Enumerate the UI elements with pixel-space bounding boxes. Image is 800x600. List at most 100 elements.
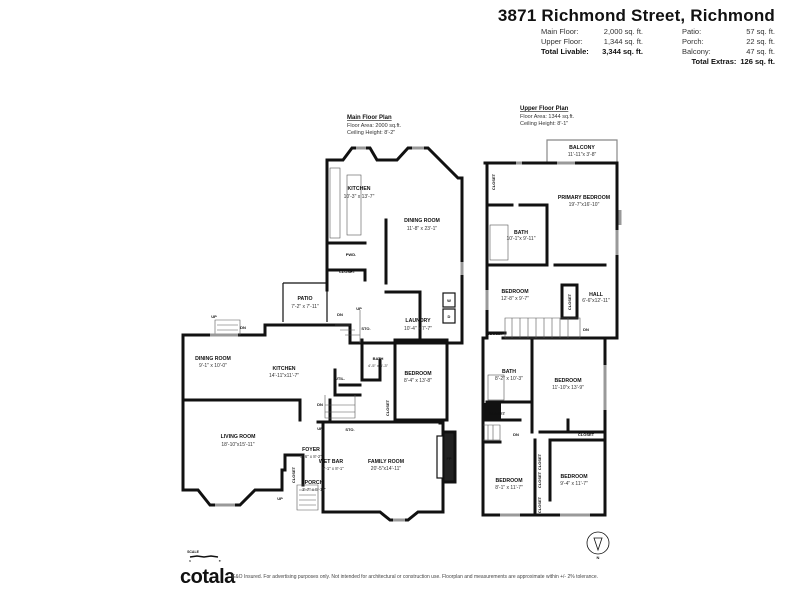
scale-start: 0 (189, 559, 191, 563)
upper-floor-walls (481, 139, 619, 517)
room-dims: 6'-6"x12'-11" (582, 298, 610, 304)
room-label: WET BAR (319, 459, 343, 465)
room-dims: 8'-4" x 13'-8" (404, 378, 432, 384)
stat-value: 126 sq. ft. (740, 57, 775, 66)
room-dims: 4'-5" x 6'-3" (368, 363, 389, 368)
total-extras: Total Extras:126 sq. ft. (541, 57, 775, 67)
storage-label: STO. (345, 427, 354, 432)
room-dims: 20'-5"x14'-11" (371, 466, 402, 472)
room-label: PWD. (346, 252, 356, 257)
room-label: CLOSET (537, 471, 542, 488)
stat-label: Main Floor: (541, 27, 579, 36)
room-label: BATH (502, 369, 516, 375)
room-dims: 10'-1"x 9'-11" (507, 236, 536, 242)
room-dims: 18'-10"x15'-11" (221, 442, 254, 448)
room-dims: 9'-1" x 10'-0" (199, 363, 227, 369)
room-label: BEDROOM (560, 474, 587, 480)
stat-value: 47 sq. ft. (746, 47, 775, 56)
stat-value: 22 sq. ft. (746, 37, 775, 46)
stat-label: Total Livable: (541, 47, 589, 56)
stair-label: DN (317, 402, 323, 407)
room-label: BEDROOM (501, 289, 528, 295)
room-dims: 14'-11"x11'-7" (269, 373, 299, 379)
stair-label: DN (337, 312, 343, 317)
room-dims: 8'-1" x 11'-7" (495, 485, 523, 491)
stair-label: UP (356, 306, 362, 311)
room-dims: 10'-3" x 13'-7" (344, 194, 375, 200)
fireplace-label: FP (446, 456, 451, 461)
room-label: DINING ROOM (195, 356, 231, 362)
property-title: 3871 Richmond Street, Richmond (497, 6, 775, 25)
dryer-label: D (448, 314, 451, 319)
main-floor-ceiling: Ceiling Height: 8'-2" (347, 130, 395, 136)
room-label: KITCHEN (272, 366, 295, 372)
main-floor-heading: Main Floor Plan (347, 115, 392, 121)
stat-label: Patio: (682, 27, 702, 36)
room-label: FOYER (302, 447, 320, 453)
stair-label: UP (317, 426, 323, 431)
washer-label: W (447, 298, 451, 303)
upper-floor-labels: BALCONY 11'-11"x 3'-8" PRIMARY BEDROOM 1… (487, 145, 610, 513)
room-dims: 12'-8" x 9'-7" (501, 296, 529, 302)
stat-value: 3,344 sq. ft. (602, 47, 643, 56)
scale-bar: SCALE 0 5' (187, 550, 221, 563)
extras-stats: Patio:57 sq. ft. Porch:22 sq. ft. Balcon… (682, 27, 775, 57)
cotala-logo: cotala (180, 566, 235, 588)
floor-area-stats: Main Floor: 2,000 sq. ft. Upper Floor: 1,3… (541, 27, 643, 57)
room-label: BALCONY (569, 145, 595, 151)
room-label: DINING ROOM (404, 218, 440, 224)
room-label: BATH (514, 230, 528, 236)
room-label: CLOSET (487, 331, 504, 336)
stat-value: 1,344 sq. ft. (603, 37, 643, 46)
room-dims: 8'-2" x 10'-3" (495, 376, 523, 382)
room-label: UTIL. (335, 376, 345, 381)
stair-label: DN (513, 432, 519, 437)
room-dims: 19'-7"x16'-10" (569, 202, 600, 208)
room-label: CLOSET (489, 411, 506, 416)
stat-label: Porch: (682, 37, 704, 46)
room-label: BEDROOM (404, 371, 431, 377)
room-label: CLOSET (339, 269, 356, 274)
scale-end: 5' (219, 559, 222, 563)
room-label: HALL (589, 292, 604, 298)
stat-label: Upper Floor: (541, 37, 583, 46)
room-label: BATH (373, 356, 384, 361)
stair-label: DN (240, 325, 246, 330)
room-label: CLOSET (537, 453, 542, 470)
stair-label: UP (211, 314, 217, 319)
room-dims: 5'-1" x 8'-1" (322, 466, 344, 471)
main-floor-labels: KITCHEN 10'-3" x 13'-7" DINING ROOM 11'-… (195, 186, 452, 501)
room-dims: 5'-6" x 8'-2" (300, 454, 322, 459)
room-label: CLOSET (385, 399, 390, 416)
stair-label: UP (277, 496, 283, 501)
room-label: PORCH (305, 480, 324, 486)
upper-floor-ceiling: Ceiling Height: 8'-1" (520, 121, 568, 127)
room-label: BEDROOM (495, 478, 522, 484)
room-label: PRIMARY BEDROOM (558, 195, 610, 201)
room-label: BEDROOM (554, 378, 581, 384)
room-dims: 3'-7" x 5'-11" (302, 487, 326, 492)
room-dims: 11'-10"x 13'-9" (552, 385, 584, 391)
room-label: CLOSET (291, 466, 296, 483)
room-dims: 7'-2" x 7'-11" (291, 304, 319, 310)
room-dims: 10'-4" x 7'-7" (404, 326, 432, 332)
room-label: CLOSET (491, 173, 496, 190)
main-floor-area: Floor Area: 2000 sq.ft. (347, 123, 402, 129)
room-label: KITCHEN (347, 186, 370, 192)
room-label: FAMILY ROOM (368, 459, 404, 465)
scale-label: SCALE (187, 550, 200, 554)
compass-label: N (597, 555, 600, 560)
room-label: CLOSET (578, 432, 595, 437)
room-dims: 9'-4" x 11'-7" (560, 481, 588, 487)
upper-floor-heading: Upper Floor Plan (520, 106, 569, 112)
stat-label: Total Extras: (691, 57, 737, 66)
upper-floor-area: Floor Area: 1344 sq.ft. (520, 114, 575, 120)
disclaimer: E&O Insured. For advertising purposes on… (232, 574, 599, 580)
stair-label: DN (583, 327, 589, 332)
room-dims: 11'-11"x 3'-8" (568, 152, 597, 158)
room-label: LIVING ROOM (221, 434, 256, 440)
north-arrow-icon: N (586, 531, 610, 560)
main-floor-walls (181, 146, 622, 522)
stat-value: 2,000 sq. ft. (603, 27, 643, 36)
